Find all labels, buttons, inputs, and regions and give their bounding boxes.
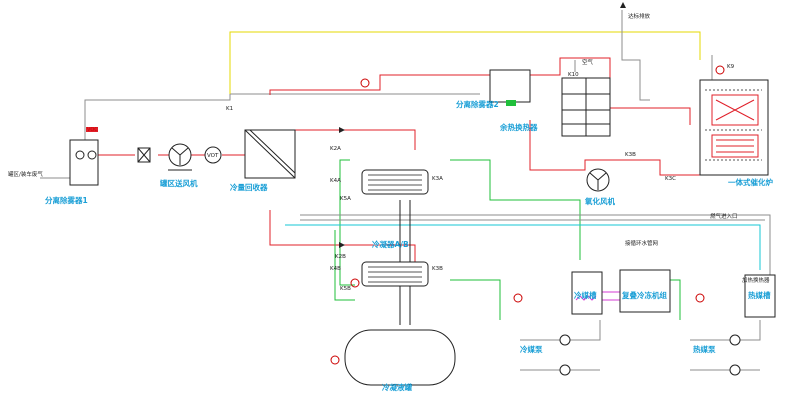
valve-k4b: K4B — [330, 266, 341, 272]
cyan-return-pipe — [285, 224, 761, 270]
flow-arrow-icon — [339, 127, 345, 133]
valve-k3b: K3B — [432, 266, 443, 272]
valve-k9: K9 — [727, 64, 735, 70]
green-loop-left — [339, 159, 355, 286]
furnace-label: 一体式催化炉 — [728, 177, 773, 187]
valve-k3a: K3A — [432, 176, 443, 182]
condensate-tank — [344, 329, 456, 386]
green-loop-lower — [334, 230, 355, 301]
condenser-b — [361, 261, 429, 287]
cold-recovery-label: 冷量回收器 — [230, 182, 268, 192]
vot-analyzer-icon — [204, 146, 222, 164]
heat-loop-gauge-icon — [695, 293, 705, 303]
valve-k4a: K4A — [330, 178, 341, 184]
red-top-pipe — [269, 74, 480, 95]
waste-heat-label: 余热换热器 — [499, 122, 538, 132]
gray-return-pipe — [300, 214, 771, 280]
pressure-gauge-icon — [360, 78, 370, 88]
valve-k1: K1 — [226, 106, 233, 112]
green-loop-right — [450, 159, 581, 260]
valve-k2a: K2A — [330, 146, 341, 152]
cooling-water-label: 接循环水管网 — [625, 239, 659, 247]
inlet-label: 罐区/装车废气 — [8, 170, 43, 178]
cooling-pump-1-icon — [559, 334, 571, 346]
cooling-tank-label: 冷媒槽 — [574, 290, 597, 300]
heat-pump-1-icon — [729, 334, 741, 346]
gray-bypass-pipe — [84, 93, 480, 148]
separator1-label: 分离除雾器1 — [45, 195, 88, 205]
separator1-gauge2 — [87, 150, 97, 160]
separator2-pump — [506, 100, 516, 106]
flow-arrow-icon — [339, 242, 345, 248]
separator1-vessel — [69, 139, 99, 186]
oxidation-fan-label: 氧化风机 — [584, 196, 615, 206]
separator2-label: 分离除雾器2 — [456, 99, 499, 109]
valve-k3b-b: K3B — [625, 152, 636, 158]
valve-k5a: K5A — [340, 196, 351, 202]
chiller-label: 复叠冷冻机组 — [621, 290, 667, 300]
condenser-ab-label: 冷凝器A/B — [372, 239, 409, 249]
furnace-heater — [711, 94, 759, 126]
heat-pump-label: 热媒泵 — [693, 344, 716, 354]
voc-indicator — [86, 127, 98, 132]
air-label: 空气 — [582, 58, 594, 66]
gas-inlet-label: 燃气进入口 — [710, 212, 738, 220]
chiller-unit — [619, 269, 671, 313]
cool-loop-gauge-icon — [513, 293, 523, 303]
green-loop-b — [450, 279, 501, 320]
heat-exchanger-small-label: 加热换热器 — [742, 276, 770, 284]
valve-k3c: K3C — [665, 176, 676, 182]
tank-fan-label: 罐区送风机 — [159, 178, 198, 188]
voc-label: VOC — [87, 127, 98, 133]
cooling-pump-2-icon — [559, 364, 571, 376]
valve-k2b: K2B — [335, 254, 346, 260]
red-fan-loop — [529, 120, 700, 176]
heat-pump-lines — [690, 320, 761, 371]
condensate-tank-label: 冷凝液罐 — [382, 382, 412, 392]
discharge-pipe — [621, 10, 650, 101]
valve-k5b: K5B — [340, 286, 351, 292]
red-to-condenser-a — [285, 129, 416, 150]
yellow-top-pipe — [229, 31, 701, 94]
heat-pump-2-icon — [729, 364, 741, 376]
integrated-furnace — [699, 79, 769, 176]
svg-text:VOT: VOT — [207, 153, 219, 159]
condenser-gauge-icon — [350, 278, 360, 288]
heat-tank-label: 热媒槽 — [748, 290, 771, 300]
heat-tank — [744, 274, 776, 318]
cooling-tank — [571, 271, 603, 315]
separator2-vessel — [489, 69, 531, 103]
discharge-label: 达标排放 — [628, 12, 651, 20]
tank-gauge-icon — [330, 355, 340, 365]
cooling-pump-label: 冷媒泵 — [520, 344, 543, 354]
red-furnace-link — [610, 107, 691, 125]
valve-k10: K10 — [568, 72, 579, 78]
furnace-gauge-icon — [715, 65, 725, 75]
separator1-gauge — [75, 150, 85, 160]
discharge-arrow-icon — [620, 2, 626, 8]
furnace-catalyst — [711, 134, 759, 158]
condenser-a — [361, 169, 429, 195]
red-heat-loop — [480, 57, 611, 82]
